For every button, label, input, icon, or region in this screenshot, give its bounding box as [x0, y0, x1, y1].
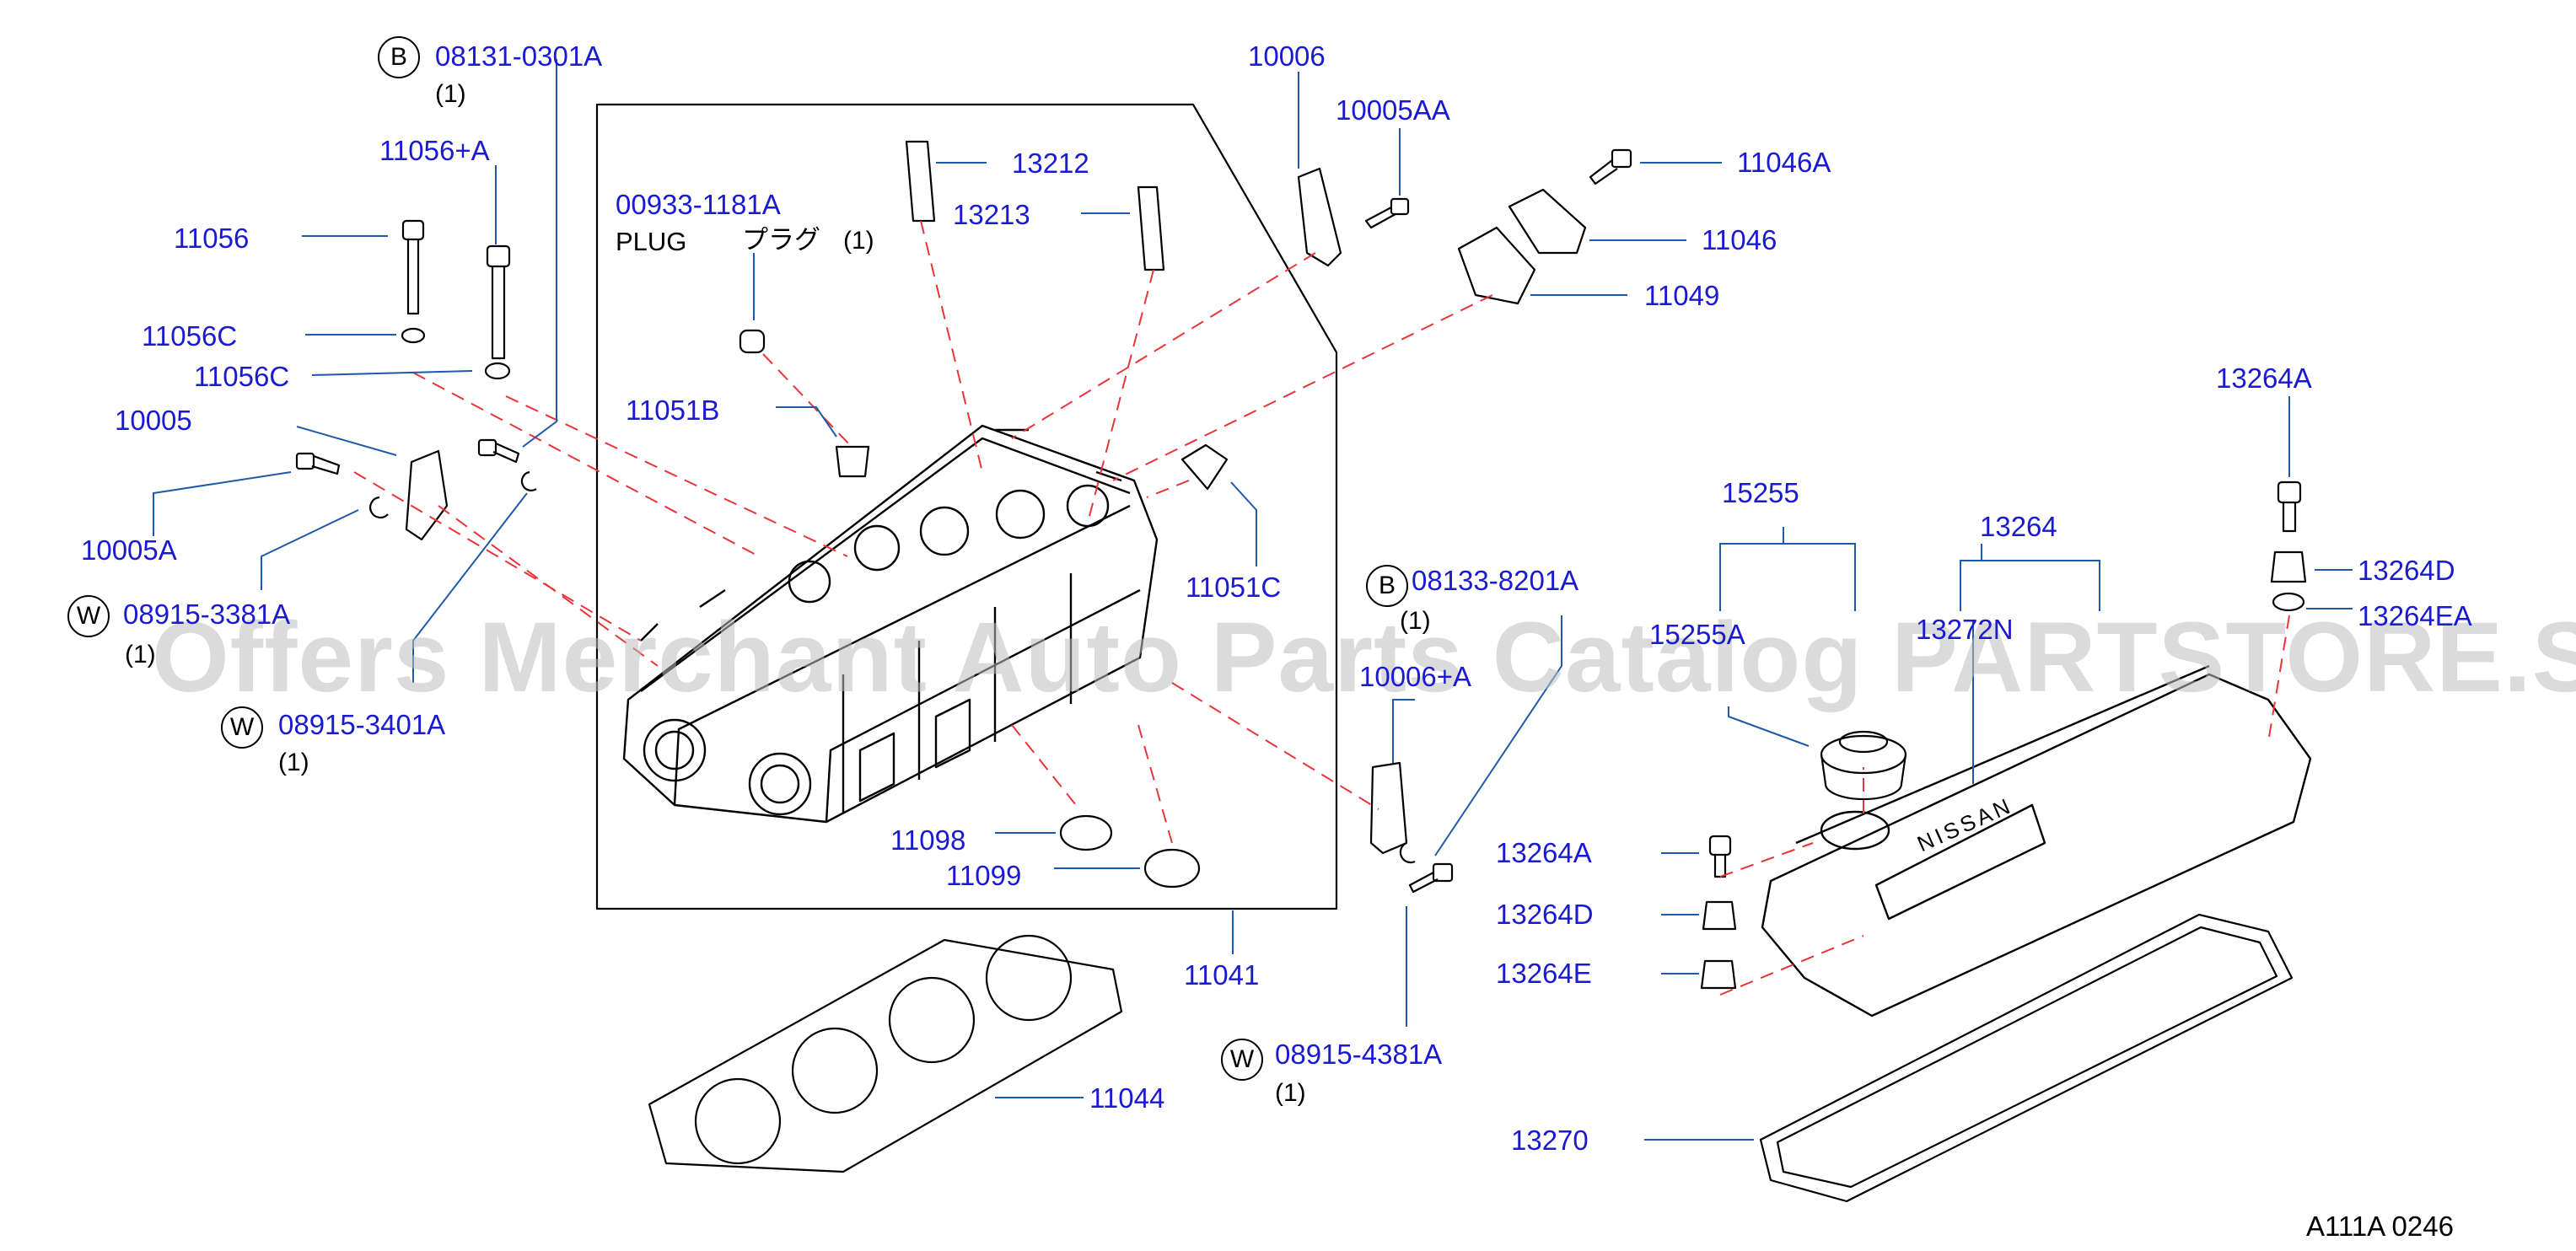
prefix-w-badge: W — [1221, 1039, 1263, 1081]
part-label-11044[interactable]: 11044 — [1089, 1082, 1165, 1114]
gasket-11049 — [1457, 226, 1536, 305]
part-label-08133-8201a[interactable]: 08133-8201A — [1412, 565, 1579, 596]
part-label-13264[interactable]: 13264 — [1980, 511, 2057, 542]
oil-cap-15255a — [1820, 734, 1907, 801]
washer-11056c-1 — [401, 327, 426, 344]
bracket-10006 — [1297, 167, 1342, 267]
part-label-13213[interactable]: 13213 — [953, 199, 1030, 230]
leader-lines — [153, 59, 2353, 1141]
stud-bolt-11056 — [401, 219, 425, 315]
washer-11056c-2 — [484, 362, 511, 380]
part-label-11098[interactable]: 11098 — [890, 824, 966, 856]
prefix-b-badge: B — [1366, 565, 1408, 607]
sleeve-13212 — [905, 140, 936, 223]
plug-jp-text: プラグ — [742, 225, 820, 255]
part-label-10006a[interactable]: 10006+A — [1359, 661, 1472, 692]
bracket-10006a — [1369, 761, 1408, 855]
grommet-13264d-top — [2270, 550, 2307, 583]
cylinder-head — [622, 424, 1159, 824]
quantity-08133: (1) — [1400, 607, 1431, 635]
part-label-08915-4381a[interactable]: 08915-4381A — [1275, 1039, 1443, 1070]
part-label-11056c[interactable]: 11056C — [142, 320, 238, 352]
part-label-11041[interactable]: 11041 — [1184, 959, 1260, 991]
part-label-11051b[interactable]: 11051B — [626, 395, 720, 426]
prefix-b-badge: B — [378, 36, 420, 78]
part-label-11046[interactable]: 11046 — [1702, 224, 1777, 255]
washer-08915-3401a — [520, 470, 537, 491]
plug-text: PLUG — [616, 227, 687, 256]
part-label-13264ea[interactable]: 13264EA — [2358, 600, 2472, 631]
prefix-w-badge: W — [67, 595, 110, 637]
assembly-lines — [353, 220, 2290, 996]
plug-11051b — [835, 445, 870, 478]
part-label-10006[interactable]: 10006 — [1248, 40, 1326, 72]
part-label-13270[interactable]: 13270 — [1511, 1125, 1589, 1156]
part-label-13264e[interactable]: 13264E — [1496, 958, 1592, 989]
part-label-08915-3401a[interactable]: 08915-3401A — [278, 709, 446, 740]
washer-13264ea — [2272, 592, 2305, 612]
plug-11051c — [1180, 443, 1229, 491]
seal-11099 — [1143, 848, 1201, 889]
part-label-00933-1181a[interactable]: 00933-1181A — [616, 189, 781, 220]
cover-gasket-13270 — [1759, 913, 2294, 1203]
washer-08915-3381a — [369, 496, 389, 519]
bracket-10005 — [405, 449, 449, 541]
washer-08915-4381a — [1399, 841, 1416, 864]
quantity-08915-3401a: (1) — [278, 749, 309, 776]
bolt-13264a-lower — [1708, 835, 1732, 878]
bolt-11046a — [1589, 148, 1632, 185]
nut-13264e — [1700, 959, 1737, 990]
bolt-08131 — [477, 438, 520, 464]
part-label-11051c[interactable]: 11051C — [1186, 572, 1282, 603]
oil-cap-seal — [1838, 730, 1889, 754]
part-label-15255[interactable]: 15255 — [1722, 477, 1799, 508]
plug-00933 — [739, 329, 766, 354]
part-label-13264d[interactable]: 13264D — [2358, 555, 2455, 586]
quantity-08131: (1) — [435, 80, 466, 108]
part-label-11049[interactable]: 11049 — [1644, 280, 1720, 311]
grommet-13264d — [1702, 900, 1737, 931]
prefix-w-badge: W — [221, 706, 263, 749]
part-label-13264a[interactable]: 13264A — [2216, 362, 2312, 394]
quantity-08915-3381a: (1) — [125, 641, 156, 668]
part-label-13264a[interactable]: 13264A — [1496, 837, 1592, 868]
bolt-10005aa — [1364, 197, 1410, 229]
cover-11046 — [1508, 188, 1587, 255]
part-label-10005a[interactable]: 10005A — [81, 534, 177, 566]
part-label-13264d[interactable]: 13264D — [1496, 899, 1594, 930]
bolt-13264a-top — [2277, 481, 2302, 533]
head-gasket-11044 — [648, 934, 1123, 1173]
quantity-08915-4381a: (1) — [1275, 1079, 1306, 1107]
part-label-08915-3381a[interactable]: 08915-3381A — [123, 599, 291, 630]
part-label-11056c[interactable]: 11056C — [194, 361, 290, 392]
subassembly-frame — [595, 103, 1338, 910]
quantity-00933: (1) — [843, 227, 874, 255]
part-label-11099[interactable]: 11099 — [946, 860, 1022, 891]
part-label-13272n[interactable]: 13272N — [1916, 614, 2014, 645]
part-label-11046a[interactable]: 11046A — [1737, 147, 1831, 178]
sleeve-13213 — [1137, 185, 1165, 271]
stud-bolt-11056a — [486, 244, 511, 360]
seal-11098 — [1059, 814, 1113, 851]
part-label-10005[interactable]: 10005 — [115, 405, 192, 436]
part-label-13212[interactable]: 13212 — [1012, 148, 1089, 179]
part-label-11056a[interactable]: 11056+A — [379, 135, 490, 166]
bolt-08133 — [1408, 862, 1454, 894]
part-label-15255a[interactable]: 15255A — [1649, 619, 1745, 650]
bolt-10005a — [295, 452, 341, 475]
part-label-11056[interactable]: 11056 — [174, 223, 250, 254]
rocker-cover — [1761, 664, 2312, 1017]
part-label-10005aa[interactable]: 10005AA — [1336, 94, 1450, 126]
diagram-code: A111A 0246 — [2306, 1211, 2454, 1242]
part-label-08131-0301a[interactable]: 08131-0301A — [435, 40, 603, 72]
